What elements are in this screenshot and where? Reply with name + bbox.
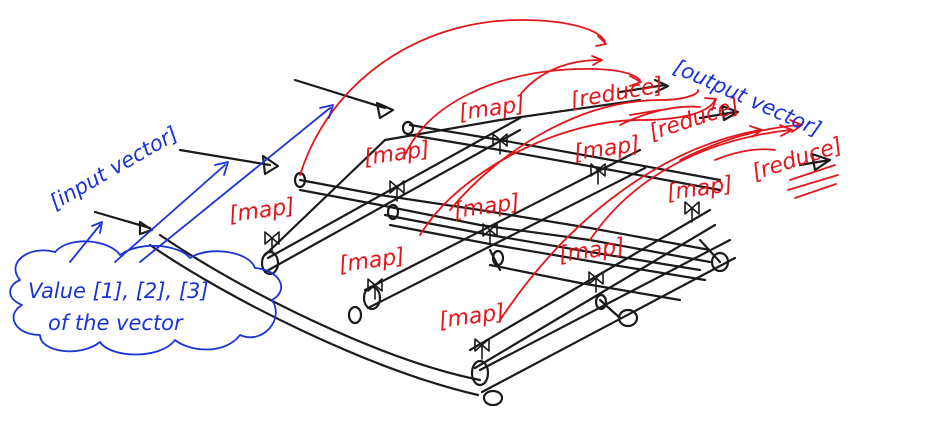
valve-handle-icon — [588, 271, 604, 293]
value-note-cloud — [9, 240, 283, 356]
arrowhead-icon — [653, 78, 670, 94]
arrowhead-icon — [375, 101, 395, 120]
red-flow-arrows — [299, 19, 839, 321]
valve-handle-icon — [389, 180, 405, 202]
map-label: [map] — [557, 234, 626, 268]
main-pipes — [148, 98, 737, 397]
map-label: [map] — [665, 172, 734, 206]
valve-handle-icon — [264, 231, 280, 253]
map-label: [map] — [362, 137, 431, 171]
pipe-end-icon — [594, 293, 608, 311]
arrowhead-icon — [720, 104, 740, 122]
main-pipe-1 — [158, 233, 482, 382]
pipe-end-icon — [347, 305, 363, 325]
blue-annotations: [input vector] [output vector] Value [1]… — [9, 55, 825, 356]
input-vector-label: [input vector] — [46, 122, 182, 215]
map-label: [map] — [337, 244, 406, 278]
value-note-line1: Value [1], [2], [3] — [28, 279, 209, 303]
reduce-label: [reduce] — [569, 73, 665, 114]
valve-handle-icon — [474, 338, 490, 360]
input-lines — [93, 78, 395, 236]
map-label: [map] — [227, 194, 296, 228]
output-lines — [618, 78, 832, 172]
pipe-end-icon — [617, 308, 639, 328]
pipe-end-icon — [710, 251, 730, 273]
cross-pipes — [298, 123, 722, 320]
valve-handle-icon — [482, 223, 498, 245]
pipe-end-icon — [482, 389, 504, 407]
valve-handle-icon — [684, 201, 700, 223]
arrowhead-icon — [261, 154, 280, 176]
valve-handle-icon — [590, 163, 606, 185]
pipe-end-icon — [491, 249, 505, 267]
valve-handle-icon — [367, 278, 383, 300]
value-note-line2: of the vector — [48, 311, 184, 335]
pipe-end-icon — [386, 203, 400, 221]
valves — [264, 133, 700, 360]
pipe-end-icon — [470, 359, 490, 387]
map-label: [map] — [572, 132, 641, 166]
valve-handle-icon — [492, 133, 508, 155]
pipe-end-icon — [260, 250, 280, 276]
arrowhead-icon — [138, 220, 154, 236]
map-label: [map] — [437, 300, 506, 334]
arrowhead-icon — [810, 152, 832, 172]
pipe-end-icon — [401, 120, 415, 136]
